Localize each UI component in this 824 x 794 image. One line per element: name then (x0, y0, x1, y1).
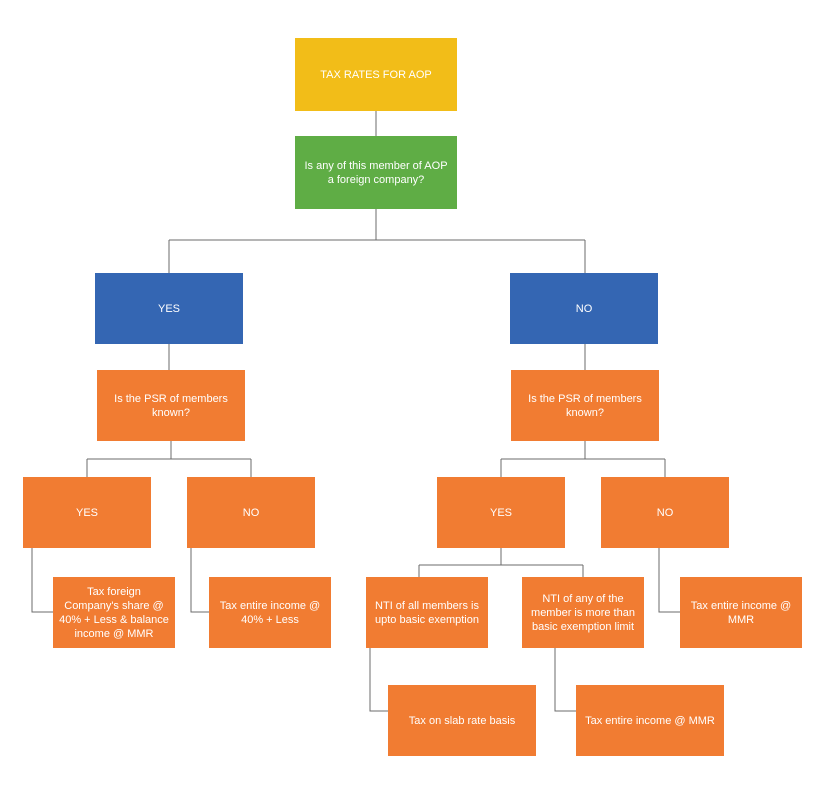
foreign-yes-node: YES (95, 273, 243, 344)
connector-right-psr-split (500, 441, 666, 477)
connector-left-psr-split (86, 441, 252, 477)
case-b-mmr-outcome-node: Tax entire income @ MMR (576, 685, 724, 756)
left-psr-no-node: NO (187, 477, 315, 548)
connector-right-yes-split (418, 548, 584, 577)
nti-above-exemption-node: NTI of any of the member is more than ba… (522, 577, 644, 648)
connector-right-no-to-outcome (658, 548, 680, 613)
foreign-share-outcome-node: Tax foreign Company's share @ 40% + Less… (53, 577, 175, 648)
foreign-no-node: NO (510, 273, 658, 344)
right-psr-no-node: NO (601, 477, 729, 548)
slab-rate-outcome-node: Tax on slab rate basis (388, 685, 536, 756)
foreign-company-question-node: Is any of this member of AOP a foreign c… (295, 136, 457, 209)
right-psr-question-node: Is the PSR of members known? (511, 370, 659, 441)
connector-case-a-to-outcome (369, 648, 388, 712)
entire-income-40-outcome-node: Tax entire income @ 40% + Less (209, 577, 331, 648)
root-node: TAX RATES FOR AOP (295, 38, 457, 111)
left-psr-question-node: Is the PSR of members known? (97, 370, 245, 441)
right-no-mmr-outcome-node: Tax entire income @ MMR (680, 577, 802, 648)
connector-left-no-to-outcome (190, 548, 209, 613)
nti-upto-exemption-node: NTI of all members is upto basic exempti… (366, 577, 488, 648)
connector-question-split (168, 209, 586, 273)
connector-case-b-to-outcome (554, 648, 576, 712)
left-psr-yes-node: YES (23, 477, 151, 548)
connector-left-yes-to-outcome (31, 548, 53, 613)
right-psr-yes-node: YES (437, 477, 565, 548)
